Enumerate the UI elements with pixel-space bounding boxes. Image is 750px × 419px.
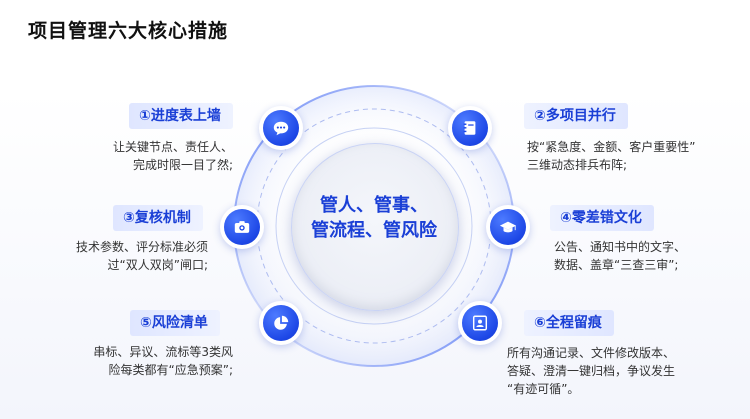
- item-2-label: ②多项目并行: [524, 103, 628, 129]
- item-4-desc-line-2: 数据、盖章“三查三审”;: [554, 258, 679, 272]
- item-4-desc: 公告、通知书中的文字、 数据、盖章“三查三审”;: [554, 238, 686, 274]
- item-1-label: ①进度表上墙: [129, 103, 233, 129]
- item-3-desc-line-2: 过“双人双岗”闸口;: [107, 258, 208, 272]
- graduation-cap-icon: [490, 209, 526, 245]
- item-3-label: ③复核机制: [113, 205, 203, 231]
- item-3-desc-line-1: 技术参数、评分标准必须: [75, 240, 208, 254]
- item-2-desc-line-1: 按“紧急度、金额、客户重要性”: [527, 140, 696, 154]
- item-6-desc-line-3: “有迹可循”。: [507, 382, 580, 396]
- item-1-desc: 让关键节点、责任人、 完成时限一目了然;: [113, 138, 233, 174]
- item-3-desc: 技术参数、评分标准必须 过“双人双岗”闸口;: [76, 238, 208, 274]
- item-5-desc: 串标、异议、流标等3类风 险每类都有“应急预案”;: [93, 343, 233, 379]
- center-line-2: 管流程、管风险: [311, 220, 437, 241]
- item-5-label: ⑤风险清单: [130, 310, 220, 336]
- item-5-desc-line-1: 串标、异议、流标等3类风: [93, 345, 233, 359]
- item-4-desc-line-1: 公告、通知书中的文字、: [554, 240, 687, 254]
- item-1-desc-line-2: 完成时限一目了然;: [132, 158, 233, 172]
- center-disc: [291, 143, 459, 311]
- notebook-icon: [452, 110, 488, 146]
- center-text: 管人、管事、 管流程、管风险: [291, 193, 457, 243]
- item-2-desc-line-2: 三维动态排兵布阵;: [527, 158, 628, 172]
- page-title: 项目管理六大核心措施: [28, 20, 229, 42]
- id-card-icon: [462, 305, 498, 341]
- item-6-desc: 所有沟通记录、文件修改版本、 答疑、澄清一键归档，争议发生 “有迹可循”。: [507, 344, 675, 398]
- item-2-desc: 按“紧急度、金额、客户重要性” 三维动态排兵布阵;: [527, 138, 695, 174]
- item-1-desc-line-1: 让关键节点、责任人、: [112, 140, 233, 154]
- item-6-desc-line-1: 所有沟通记录、文件修改版本、: [507, 346, 676, 360]
- center-line-1: 管人、管事、: [320, 195, 428, 216]
- item-4-label: ④零差错文化: [550, 205, 654, 231]
- item-6-label: ⑥全程留痕: [524, 310, 614, 336]
- item-6-desc-line-2: 答疑、澄清一键归档，争议发生: [507, 364, 676, 378]
- chat-icon: [263, 110, 299, 146]
- item-5-desc-line-2: 险每类都有“应急预案”;: [108, 363, 233, 377]
- pie-chart-icon: [263, 305, 299, 341]
- camera-icon: [224, 209, 260, 245]
